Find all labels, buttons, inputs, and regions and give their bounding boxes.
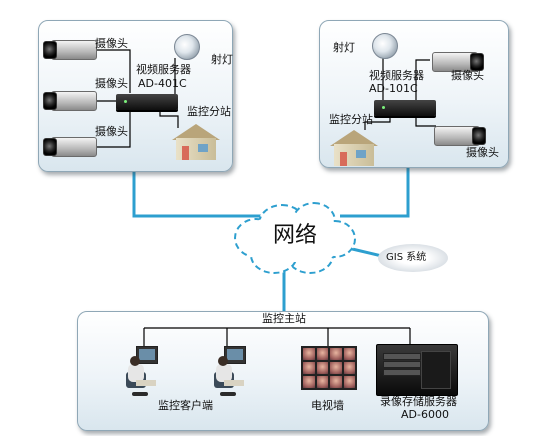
camera-icon bbox=[43, 89, 97, 111]
spotlight-label: 射灯 bbox=[211, 53, 233, 66]
storage-server-icon bbox=[376, 344, 458, 396]
camera-label: 摄像头 bbox=[451, 69, 484, 82]
camera-icon bbox=[43, 38, 97, 60]
video-server-name: 视频服务器 bbox=[136, 63, 191, 76]
substation-label: 监控分站 bbox=[187, 105, 231, 118]
camera-label: 摄像头 bbox=[95, 77, 128, 90]
video-server-model: AD-101C bbox=[369, 82, 418, 95]
camera-label: 摄像头 bbox=[95, 37, 128, 50]
operator-icon bbox=[122, 346, 162, 402]
operator-icon bbox=[210, 346, 250, 402]
substation-label: 监控分站 bbox=[329, 113, 373, 126]
camera-label: 摄像头 bbox=[95, 125, 128, 138]
network-label: 网络 bbox=[273, 223, 318, 248]
spotlight-label: 射灯 bbox=[333, 41, 355, 54]
cloud-icon bbox=[234, 202, 356, 274]
storage-server-name: 录像存储服务器 bbox=[380, 395, 457, 408]
video-wall-icon bbox=[301, 346, 357, 390]
video-server-model: AD-401C bbox=[138, 77, 187, 90]
master-station-title: 监控主站 bbox=[262, 312, 306, 325]
cable-gis bbox=[347, 246, 383, 258]
storage-server-model: AD-6000 bbox=[401, 408, 449, 421]
gis-label: GIS 系统 bbox=[386, 252, 427, 263]
cable-site-b bbox=[340, 168, 410, 218]
video-server-icon bbox=[374, 100, 436, 116]
camera-icon bbox=[432, 124, 486, 146]
cable-site-a bbox=[132, 171, 268, 218]
video-wall-label: 电视墙 bbox=[311, 399, 344, 412]
gis-icon bbox=[378, 244, 448, 272]
spotlight-icon bbox=[372, 33, 398, 59]
building-icon bbox=[172, 124, 220, 160]
video-server-icon bbox=[116, 94, 178, 110]
video-server-name: 视频服务器 bbox=[369, 69, 424, 82]
spotlight-icon bbox=[174, 34, 200, 60]
client-label: 监控客户端 bbox=[158, 399, 213, 412]
camera-label: 摄像头 bbox=[466, 146, 499, 159]
building-icon bbox=[330, 130, 378, 166]
camera-icon bbox=[430, 50, 484, 72]
camera-icon bbox=[43, 135, 97, 157]
